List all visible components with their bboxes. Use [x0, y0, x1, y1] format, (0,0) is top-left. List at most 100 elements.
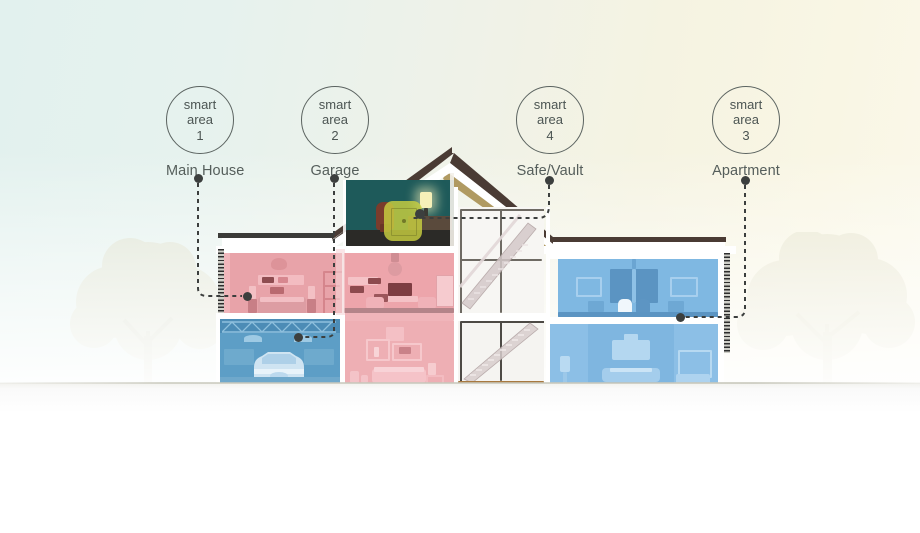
dining-frame-left	[576, 277, 602, 297]
garage-shell-right	[340, 313, 345, 387]
living-poster	[436, 275, 454, 307]
dining-chandelier-cord	[632, 259, 636, 269]
house-cutaway	[160, 145, 760, 393]
dining-frame-right	[670, 277, 698, 297]
safe-anchor-dot	[415, 209, 425, 219]
connector-end-dot-2	[293, 332, 303, 342]
room-lounge-lower	[344, 321, 454, 385]
lounge-vase-1	[350, 371, 359, 383]
room-living-upper	[344, 253, 454, 313]
floor-slab-main-left	[216, 313, 346, 319]
living-pendant-light	[388, 262, 402, 276]
bedroom-lamp-right	[308, 286, 315, 299]
bubble-number: 4	[546, 127, 554, 143]
bedroom-wall-left	[224, 253, 230, 313]
callout-label-safe-vault: Safe/Vault	[516, 163, 584, 179]
bedroom-nightstand-left	[248, 299, 257, 313]
bubble-smart-area-1[interactable]: smart area 1	[166, 86, 234, 154]
bubble-line-2: area	[732, 112, 760, 128]
dining-cabinet-divider	[632, 269, 636, 303]
living-tv	[388, 283, 412, 296]
bedroom-art-2	[278, 277, 288, 283]
callout-smart-area-4[interactable]: smart area 4 Safe/Vault	[516, 86, 584, 179]
lounge-lamp	[428, 363, 436, 375]
bubble-smart-area-4[interactable]: smart area 4	[516, 86, 584, 154]
dining-console-left	[588, 301, 604, 312]
connector-start-dot-4	[544, 175, 554, 185]
floor-slab-main-right	[344, 313, 454, 321]
bubble-line-1: smart	[318, 96, 352, 112]
apartment-wall-art	[624, 334, 638, 341]
room-garage	[216, 319, 342, 385]
safe-door	[391, 208, 417, 236]
upper-partition	[336, 249, 345, 315]
stairwell-left-wall	[454, 187, 458, 385]
garage-lamp-right	[294, 335, 312, 342]
connector-start-dot-3	[740, 175, 750, 185]
bubble-number: 1	[196, 127, 204, 143]
callout-smart-area-1[interactable]: smart area 1 Main House	[166, 86, 245, 179]
living-tv-console	[384, 296, 418, 302]
living-floor-upper	[344, 308, 454, 313]
connector-start-dot-1	[193, 173, 203, 183]
bubble-line-2: area	[321, 112, 349, 128]
bubble-number: 3	[742, 127, 750, 143]
lounge-sofa	[372, 369, 426, 383]
lounge-sofa-back	[374, 367, 424, 372]
bubble-smart-area-2[interactable]: smart area 2	[301, 86, 369, 154]
bedroom-bed-headboard	[260, 297, 304, 302]
lounge-frame-1	[366, 339, 390, 361]
callout-label-main-house: Main House	[166, 163, 245, 179]
bedroom-pendant-light	[271, 258, 287, 270]
garage-lamp-left	[244, 335, 262, 342]
bubble-line-1: smart	[533, 96, 567, 112]
apartment-lamp-stand	[563, 372, 567, 384]
living-wall-shelf-1	[348, 277, 378, 285]
apartment-wall-hatch	[724, 253, 730, 353]
lounge-frame-2	[392, 343, 422, 361]
lounge-frame-2-inner	[399, 347, 411, 354]
connector-end-dot-3	[675, 312, 685, 322]
callout-label-apartment: Apartment	[712, 163, 780, 179]
connector-end-dot-1	[242, 291, 252, 301]
bubble-line-1: smart	[183, 96, 217, 112]
garage-shelf-right	[304, 349, 334, 365]
apartment-floor-slab	[546, 317, 726, 324]
callout-label-garage: Garage	[310, 163, 360, 179]
stair-flight-lower	[463, 322, 539, 384]
living-pendant-cord	[391, 253, 399, 262]
room-apartment-dining	[558, 259, 718, 317]
bubble-number: 2	[331, 127, 339, 143]
ground-plane	[0, 383, 920, 533]
apartment-lamp	[560, 356, 570, 372]
dining-floor	[558, 312, 718, 317]
callout-smart-area-2[interactable]: smart area 2 Garage	[301, 86, 369, 179]
bedroom-art-3	[270, 287, 284, 294]
lounge-vase-2	[361, 375, 368, 383]
bubble-line-2: area	[186, 112, 214, 128]
apartment-bench	[676, 374, 710, 385]
bubble-line-2: area	[536, 112, 564, 128]
connector-start-dot-2	[329, 173, 339, 183]
living-wall-art-2	[368, 278, 381, 284]
stairwell-right-wall	[546, 207, 550, 385]
living-armchair-left	[366, 297, 384, 309]
lounge-frame-1-inner	[374, 347, 379, 357]
callout-smart-area-3[interactable]: smart area 3 Apartment	[712, 86, 780, 179]
lounge-art-top	[386, 327, 404, 341]
garage-shelf-left	[224, 349, 254, 365]
lounge-side-table	[426, 375, 444, 385]
safe-dial-icon	[402, 219, 406, 223]
bedroom-nightstand-right	[307, 299, 316, 313]
living-wall-art-1	[350, 286, 364, 293]
garage-truss-icon	[222, 321, 336, 333]
bedroom-lamp-left	[249, 286, 256, 299]
ground-horizon-line	[0, 382, 920, 384]
apartment-shell-top	[546, 251, 726, 259]
apartment-bed-pillows	[610, 368, 652, 372]
stair-flight-upper	[458, 214, 537, 310]
room-bedroom-pink	[224, 253, 342, 313]
bubble-smart-area-3[interactable]: smart area 3	[712, 86, 780, 154]
living-armchair-right	[418, 297, 436, 309]
